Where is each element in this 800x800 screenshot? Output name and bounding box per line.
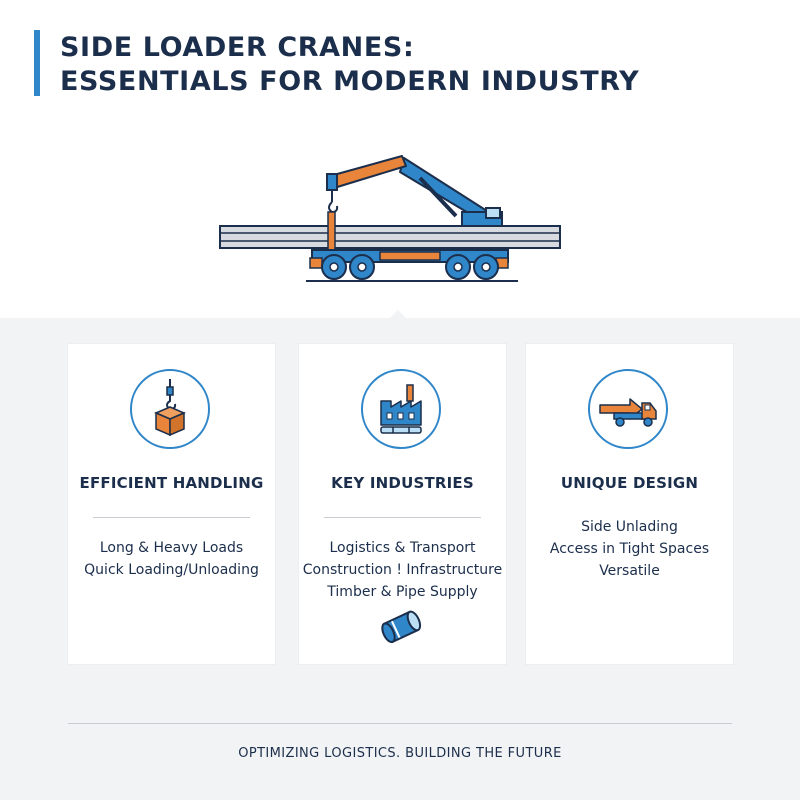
list-item: Long & Heavy Loads <box>99 540 244 556</box>
footer-divider <box>68 723 732 724</box>
footer-tagline: OPTIMIZING LOGISTICS. BUILDING THE FUTUR… <box>238 746 562 761</box>
title-accent-bar <box>34 30 40 96</box>
list-item: Construction ! Infrastructure <box>302 562 503 578</box>
truck-arrow-icon <box>588 369 668 449</box>
section-pointer <box>389 310 407 319</box>
card-list: Logistics & Transport Construction ! Inf… <box>299 537 506 603</box>
card-title: EFFICIENT HANDLING <box>79 474 264 492</box>
list-item: Access in Tight Spaces <box>549 541 710 557</box>
pipe-barrel-icon <box>381 610 422 644</box>
title-line-2: ESSENTIALS FOR MODERN INDUSTRY <box>60 66 640 97</box>
list-item: Logistics & Transport <box>329 540 476 556</box>
card-unique-design: UNIQUE DESIGN Side Unlading Access in Ti… <box>526 344 733 664</box>
crane-hook-box-icon <box>130 369 210 449</box>
factory-icon <box>361 369 441 449</box>
title-line-1: SIDE LOADER CRANES: <box>60 32 415 63</box>
list-item: Versatile <box>599 563 660 579</box>
card-title: KEY INDUSTRIES <box>331 474 474 492</box>
list-item: Timber & Pipe Supply <box>327 584 478 600</box>
card-list: Long & Heavy Loads Quick Loading/Unloadi… <box>68 537 275 581</box>
card-divider <box>93 517 250 518</box>
list-item: Quick Loading/Unloading <box>84 562 259 578</box>
list-item: Side Unlading <box>581 519 678 535</box>
side-loader-crane-truck-illustration <box>219 155 561 282</box>
card-divider <box>324 517 481 518</box>
page-title: SIDE LOADER CRANES: ESSENTIALS FOR MODER… <box>60 31 639 99</box>
card-key-industries: KEY INDUSTRIES Logistics & Transport Con… <box>299 344 506 664</box>
card-efficient-handling: EFFICIENT HANDLING Long & Heavy Loads Qu… <box>68 344 275 664</box>
card-title: UNIQUE DESIGN <box>560 474 699 492</box>
card-list: Side Unlading Access in Tight Spaces Ver… <box>526 516 733 582</box>
